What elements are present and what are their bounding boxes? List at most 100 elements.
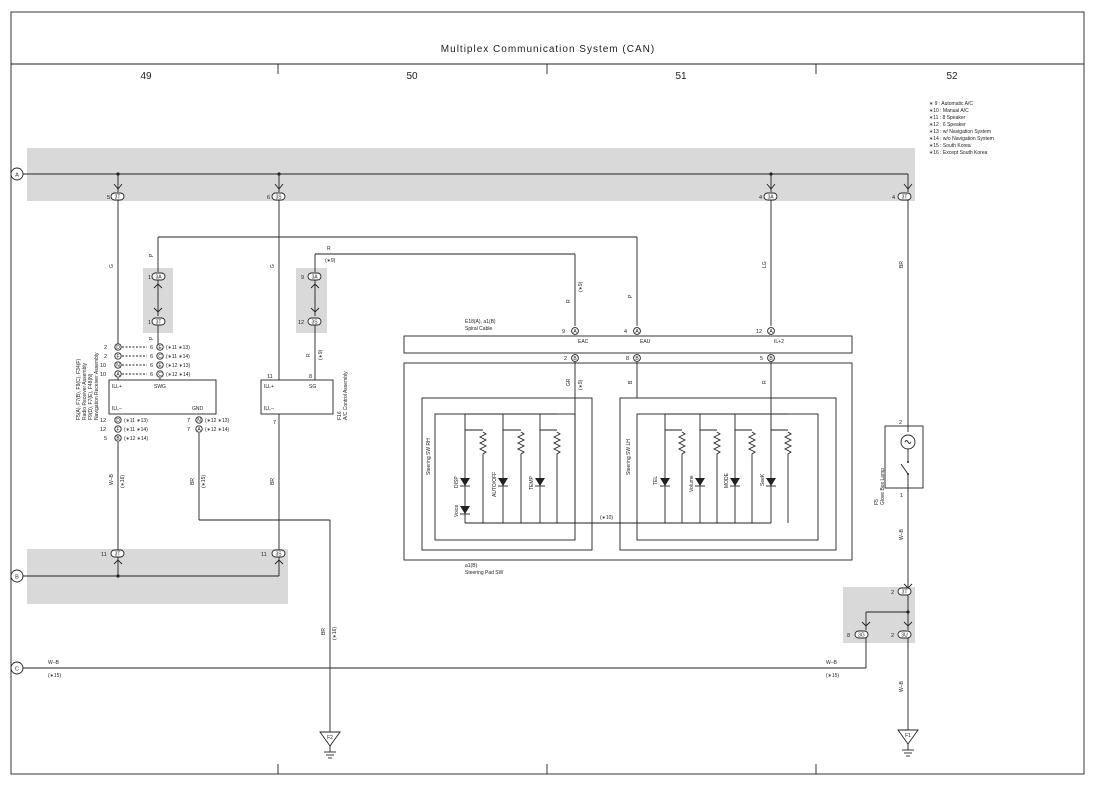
svg-text:D: D: [116, 345, 120, 351]
connector-bot-b: 11 3S: [261, 549, 286, 576]
component-label: Spiral Cable: [465, 326, 492, 332]
column-number: 50: [406, 71, 418, 82]
svg-text:5: 5: [107, 195, 110, 201]
ground-f2-icon: F2: [319, 731, 341, 759]
connector-top-c: 4 3A: [759, 174, 778, 201]
svg-text:N: N: [197, 418, 201, 424]
component-label: Steering SW LH: [626, 439, 632, 475]
wire-note: (∗9): [325, 258, 336, 264]
svg-text:3T: 3T: [902, 590, 908, 596]
svg-text:12: 12: [756, 329, 762, 335]
svg-text:2: 2: [104, 345, 107, 351]
svg-text:6: 6: [150, 363, 153, 369]
svg-text:SWG: SWG: [154, 384, 166, 390]
svg-text:1: 1: [900, 493, 903, 499]
note-line: ∗13 : w/ Navigation System: [929, 129, 991, 135]
radio-box: [108, 379, 217, 415]
svg-text:7: 7: [187, 427, 190, 433]
svg-text:10: 10: [100, 372, 106, 378]
svg-text:IL+2: IL+2: [774, 339, 784, 345]
svg-text:DISP: DISP: [454, 476, 460, 488]
svg-text:4: 4: [759, 195, 762, 201]
svg-text:3S: 3S: [311, 320, 318, 326]
ground-label: F1: [905, 733, 911, 739]
svg-text:(∗11 ∗13): (∗11 ∗13): [166, 345, 190, 351]
steering-sw-lh: Steering SW LH TEL Volume MODE: [619, 397, 837, 551]
column-number: 51: [675, 71, 687, 82]
wire-note: (∗16): [332, 627, 338, 640]
svg-text:7: 7: [187, 418, 190, 424]
wire-color: P: [149, 336, 155, 340]
connector-bot-a: 11 3T: [101, 549, 125, 576]
svg-text:C: C: [158, 354, 162, 360]
wire-color: W–B: [48, 660, 60, 666]
svg-text:(∗12 ∗14): (∗12 ∗14): [205, 427, 230, 433]
diagram-title: Multiplex Communication System (CAN): [441, 44, 655, 55]
svg-text:SG: SG: [309, 384, 316, 390]
column-number: 49: [140, 71, 152, 82]
svg-text:C: C: [158, 372, 162, 378]
svg-text:6: 6: [150, 354, 153, 360]
wire-note: (∗10): [600, 515, 613, 521]
svg-text:AUTO/OFF: AUTO/OFF: [492, 472, 498, 497]
svg-text:3A: 3A: [155, 275, 162, 281]
component-label: F16: [337, 411, 343, 420]
note-line: ∗ 9 : Automatic A/C: [929, 101, 973, 107]
svg-text:(∗12 ∗13): (∗12 ∗13): [166, 363, 191, 369]
svg-text:9: 9: [301, 275, 304, 281]
switch-mode: MODE: [724, 414, 757, 523]
svg-text:3S: 3S: [275, 195, 282, 201]
svg-text:1: 1: [148, 320, 151, 326]
svg-text:GND: GND: [192, 406, 204, 412]
svg-text:A: A: [635, 329, 639, 335]
wire-color: R: [327, 246, 331, 252]
svg-text:2: 2: [891, 590, 894, 596]
svg-text:3T: 3T: [902, 195, 908, 201]
component-label: Glove Box Lamp: [880, 468, 886, 505]
connector-top-b: 6 3S: [267, 174, 286, 201]
svg-text:Volume: Volume: [689, 475, 695, 492]
svg-text:8: 8: [626, 356, 629, 362]
component-label: Radio Receiver Assembly: [82, 363, 88, 420]
switch-auto-off: AUTO/OFF: [492, 414, 526, 523]
svg-text:7: 7: [273, 420, 276, 426]
splice-dot: [116, 574, 120, 578]
wire-note: (∗16): [120, 475, 126, 488]
switch-disp: DISP: [454, 429, 488, 523]
wire-color: R: [762, 380, 768, 384]
component-label: a1(B): [465, 563, 478, 569]
component-label: F9(D), F7(E), F48(N): [88, 373, 94, 420]
diagram-frame: [10, 11, 1085, 775]
bus-a-label: A: [15, 173, 19, 179]
svg-text:(∗11 ∗14): (∗11 ∗14): [166, 354, 190, 360]
wire-note: (∗9): [578, 281, 584, 292]
svg-text:3T: 3T: [156, 320, 162, 326]
component-label: Navigation Receiver Assembly: [94, 352, 100, 420]
svg-text:5: 5: [760, 356, 763, 362]
wire-color: G: [270, 264, 276, 268]
svg-text:12: 12: [298, 320, 304, 326]
junction-band-a: [27, 148, 915, 201]
note-line: ∗12 : 6 Speaker: [929, 122, 966, 128]
svg-text:MODE: MODE: [724, 472, 730, 488]
steering-sw-rh: Steering SW RH DISP AUTO/OFF TEMP: [421, 397, 593, 551]
notes-legend: ∗ 9 : Automatic A/C ∗10 : Manual A/C ∗11…: [929, 101, 994, 156]
wire-color: W–B: [899, 681, 905, 693]
wire-color: P: [149, 253, 155, 257]
svg-text:10: 10: [100, 363, 106, 369]
connector-j2: 9 3A 12 3S: [298, 272, 322, 326]
svg-text:12: 12: [100, 418, 106, 424]
svg-text:EAC: EAC: [578, 339, 589, 345]
svg-text:(∗11 ∗13): (∗11 ∗13): [124, 418, 148, 424]
junction-band-b: [27, 549, 288, 604]
svg-text:3U: 3U: [901, 633, 908, 639]
svg-text:ILL–: ILL–: [112, 406, 122, 412]
svg-text:ILL+: ILL+: [264, 384, 274, 390]
svg-text:A: A: [116, 372, 120, 378]
note-line: ∗16 : Except South Korea: [929, 150, 988, 156]
ac-control-assembly: 11 8 ILL+ SG ILL– 7 F16 A/C Control Asse…: [260, 371, 349, 426]
svg-text:B: B: [635, 356, 639, 362]
svg-text:(∗12 ∗13): (∗12 ∗13): [205, 418, 230, 424]
svg-text:N: N: [116, 363, 120, 369]
note-line: ∗14 : w/o Navigation System: [929, 136, 994, 142]
